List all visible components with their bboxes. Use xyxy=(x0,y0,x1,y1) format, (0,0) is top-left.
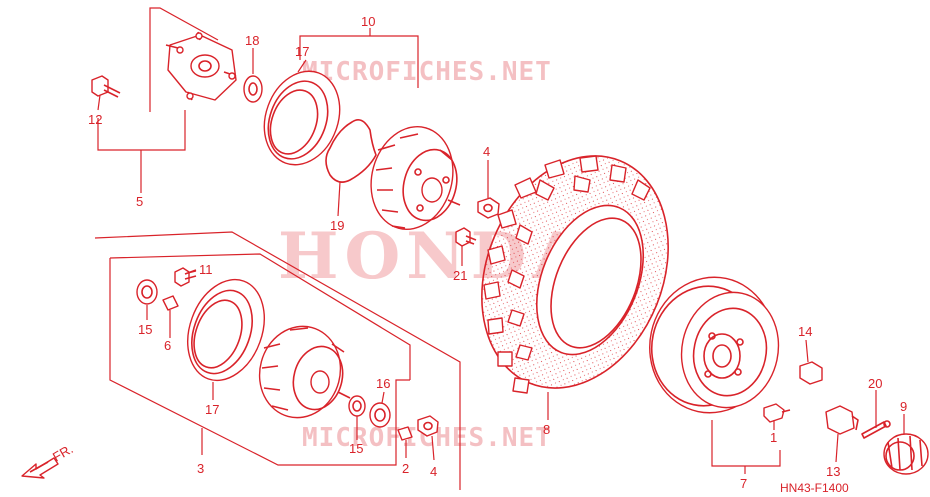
front-arrow-icon: FR. xyxy=(21,441,76,479)
callout-15-left: 15 xyxy=(138,322,152,337)
callout-12: 12 xyxy=(88,112,102,127)
leader-lines xyxy=(97,48,905,463)
nut-4-upper xyxy=(477,197,500,219)
group-bracket-7 xyxy=(711,420,781,474)
tire-8 xyxy=(481,155,669,394)
callout-11: 11 xyxy=(199,262,213,277)
diagram-code: HN43-F1400 xyxy=(780,481,849,495)
group-bracket-10 xyxy=(299,28,419,88)
callout-4-upper: 4 xyxy=(483,144,490,159)
callout-19: 19 xyxy=(330,218,344,233)
callout-14: 14 xyxy=(798,324,812,339)
callout-20: 20 xyxy=(868,376,882,391)
callout-5: 5 xyxy=(136,194,143,209)
callout-4-lower: 4 xyxy=(430,464,437,479)
callout-7: 7 xyxy=(740,476,747,491)
bolt-21 xyxy=(455,227,477,247)
collar-6 xyxy=(162,295,179,311)
callout-15-lower: 15 xyxy=(349,441,363,456)
watermark-top: MICROFICHES.NET xyxy=(302,57,552,87)
rim-7 xyxy=(649,276,780,414)
nut-4-lower xyxy=(417,415,439,437)
callout-3: 3 xyxy=(197,461,204,476)
nut-14 xyxy=(799,361,823,385)
bearing-15-left xyxy=(136,279,158,305)
callout-18: 18 xyxy=(245,33,259,48)
bolt-12 xyxy=(91,75,121,98)
callout-8: 8 xyxy=(543,422,550,437)
cotter-pin-20 xyxy=(861,420,891,439)
seal-16 xyxy=(369,402,391,428)
callout-17-upper: 17 xyxy=(295,44,309,59)
bearing-18 xyxy=(243,75,263,103)
callout-2: 2 xyxy=(402,461,409,476)
callout-1: 1 xyxy=(770,430,777,445)
brake-drum-10 xyxy=(370,126,461,230)
callout-9: 9 xyxy=(900,399,907,414)
brake-drum-seal-17-upper xyxy=(263,70,341,166)
bearing-15-lower xyxy=(348,395,366,417)
callout-17-lower: 17 xyxy=(205,402,219,417)
brake-drum-seal-17-lower xyxy=(187,278,265,382)
callouts: 1 2 3 4 4 5 6 7 8 9 10 11 12 13 14 15 15… xyxy=(88,14,907,491)
callout-16: 16 xyxy=(376,376,390,391)
bolt-11 xyxy=(174,267,197,287)
group-bracket-3 xyxy=(94,231,461,490)
callout-10: 10 xyxy=(361,14,375,29)
callout-21: 21 xyxy=(453,268,467,283)
callout-6: 6 xyxy=(164,338,171,353)
valve-1 xyxy=(763,403,791,423)
brake-drum-3 xyxy=(258,325,351,419)
o-ring-19 xyxy=(325,119,377,183)
cap-9 xyxy=(883,433,929,475)
collar-2 xyxy=(397,426,413,441)
hub-5 xyxy=(165,31,237,101)
callout-13: 13 xyxy=(826,464,840,479)
castle-nut-13 xyxy=(825,405,859,435)
group-bracket-5 xyxy=(97,7,219,193)
